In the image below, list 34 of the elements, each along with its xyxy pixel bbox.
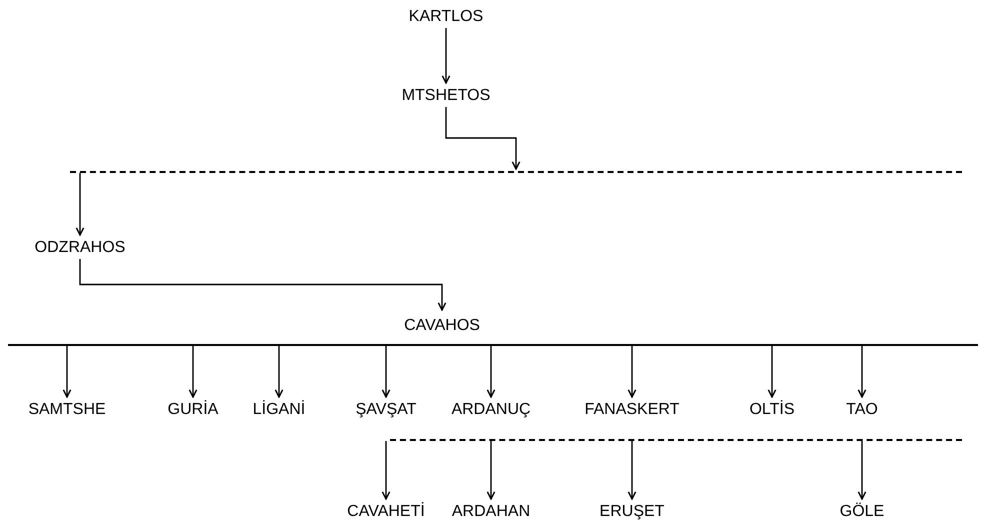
arrow xyxy=(628,346,636,398)
name-text: SAMTSHE xyxy=(28,399,106,421)
name-band: CAVAHOS xyxy=(8,312,978,346)
name-text: FANASKERT xyxy=(584,399,680,421)
arrow xyxy=(188,346,198,398)
name-text: GÖLE xyxy=(840,501,884,523)
dashed-divider xyxy=(70,171,962,173)
arrow xyxy=(486,441,496,500)
name-text: TAO xyxy=(846,399,878,421)
name-text: OLTİS xyxy=(749,399,795,421)
arrow xyxy=(768,346,776,398)
name-text: KARTLOS xyxy=(408,6,484,28)
arrow xyxy=(62,346,72,398)
arrow xyxy=(79,259,446,311)
arrow xyxy=(76,173,84,236)
name-text: MTSHETOS xyxy=(402,85,490,107)
name-text: LİGANİ xyxy=(252,399,306,421)
arrow xyxy=(486,346,496,398)
arrow xyxy=(382,441,390,500)
arrow xyxy=(442,28,450,84)
name-text: ERUŞET xyxy=(600,501,664,523)
dashed-divider xyxy=(390,439,962,441)
name-text: ODZRAHOS xyxy=(34,237,126,259)
arrow xyxy=(445,107,520,170)
arrow xyxy=(858,441,866,500)
name-text: ARDANUÇ xyxy=(451,399,531,421)
name-text: ARDAHAN xyxy=(452,501,530,523)
name-text: ŞAVŞAT xyxy=(356,399,416,421)
arrow xyxy=(274,346,284,398)
name-text: CAVAHETİ xyxy=(347,501,425,523)
arrow xyxy=(628,441,636,500)
arrow xyxy=(382,346,390,398)
name-text: GURİA xyxy=(168,399,218,421)
arrow xyxy=(858,346,866,398)
